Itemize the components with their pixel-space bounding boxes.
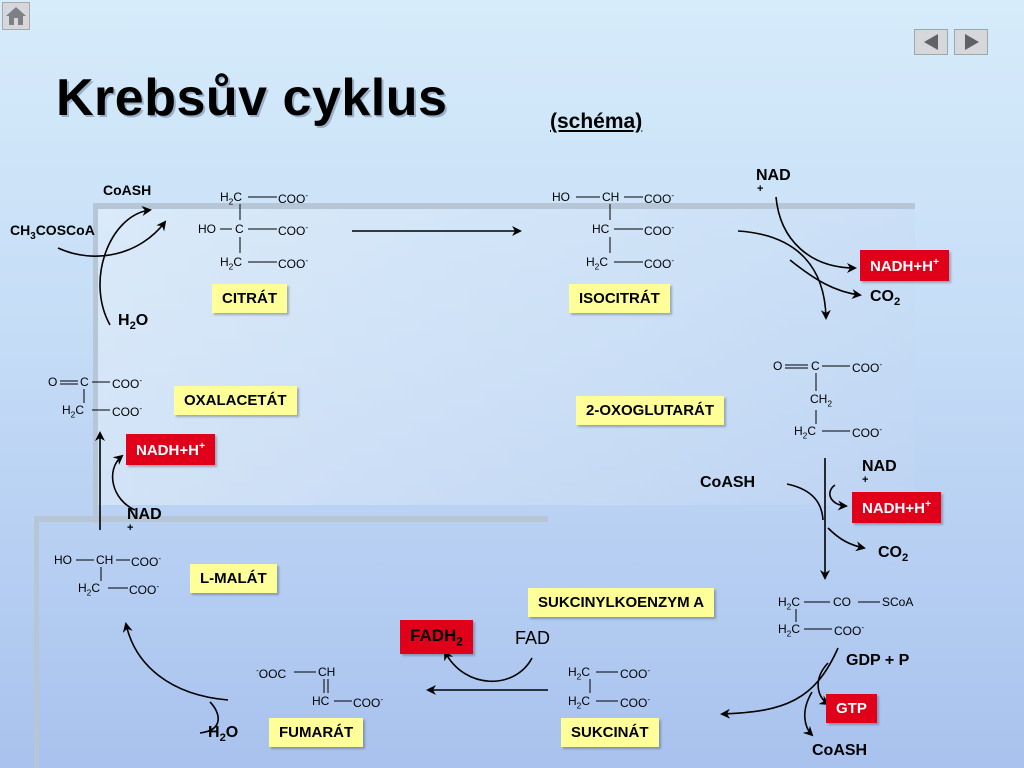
triangle-right-icon	[965, 34, 979, 50]
compound-label-isocitrate: ISOCITRÁT	[569, 284, 670, 313]
fad-label: FAD	[515, 628, 551, 648]
nadh-label-3: NADH+H+	[126, 434, 216, 465]
page-subtitle: (schéma)	[550, 110, 643, 133]
fadh2-label: FADH2	[400, 620, 473, 655]
coash-label-bottom: CoASH	[812, 742, 868, 759]
compound-label-fumarate: FUMARÁT	[269, 718, 364, 747]
decorative-bar-left	[93, 203, 98, 523]
gdp-label: GDP + P	[846, 652, 910, 669]
co2-label-1: CO2	[870, 288, 901, 309]
arrow-coash-out	[802, 691, 814, 737]
arrow-oxaloacetate-to-citrate	[99, 206, 152, 326]
next-slide-button[interactable]	[954, 29, 988, 55]
arrow-h2o-in	[199, 701, 219, 734]
arrow-coash-in	[786, 483, 824, 521]
compound-label-oxoglutarate: 2-OXOGLUTARÁT	[576, 396, 725, 425]
home-icon	[6, 7, 26, 25]
decorative-bar-top	[95, 203, 915, 209]
arrow-co2-out-1	[789, 259, 862, 300]
co2-label-2: CO2	[878, 544, 909, 565]
arrow-acetylcoa-in	[57, 220, 167, 257]
arrow-succinylcoa-to-succinate	[720, 647, 839, 719]
coash-label-top: CoASH	[103, 182, 152, 198]
h2o-label-top: H2O	[118, 312, 149, 333]
compound-label-citrate: CITRÁT	[212, 284, 287, 313]
arrow-co2-out-2	[827, 527, 866, 552]
arrow-fad-to-fadh2	[444, 650, 533, 683]
background-panel	[95, 205, 915, 505]
arrow-nad-to-nadh-2	[829, 484, 848, 511]
coash-label-mid: CoASH	[700, 474, 756, 491]
arrow-nad-to-nadh-3	[111, 454, 136, 511]
nad-label-1: NAD	[756, 167, 791, 184]
compound-label-oxaloacetate: OXALACETÁT	[174, 386, 297, 415]
nad-label-3: NAD	[127, 506, 162, 523]
previous-slide-button[interactable]	[914, 29, 948, 55]
arrow-fumarate-to-malate	[122, 622, 229, 701]
triangle-left-icon	[924, 34, 938, 50]
arrow-nad-to-nadh-1	[775, 196, 857, 273]
page-title: Krebsův cyklus	[56, 69, 448, 127]
nadh-label-1: NADH+H+	[860, 250, 950, 281]
nad-plus-3: +	[127, 522, 134, 534]
nad-label-2: NAD	[862, 458, 897, 475]
arrow-isocitrate-to-oxoglutarate	[737, 230, 831, 320]
nad-plus-1: +	[757, 183, 764, 195]
compound-label-succinate: SUKCINÁT	[561, 718, 659, 747]
compound-label-succinylcoa: SUKCINYLKOENZYM A	[528, 588, 715, 617]
compound-label-malate: L-MALÁT	[190, 564, 277, 593]
nadh-label-2: NADH+H+	[852, 492, 942, 523]
h2o-label-bottom: H2O	[208, 724, 239, 745]
decorative-bar-mid	[36, 516, 548, 522]
home-button[interactable]	[2, 2, 30, 30]
nad-plus-2: +	[862, 474, 869, 486]
arrow-gdp-to-gtp	[817, 662, 830, 706]
acetylcoa-label: CH3COSCoA	[10, 222, 95, 242]
decorative-bar-lower-left	[34, 516, 39, 768]
gtp-label: GTP	[826, 694, 877, 723]
